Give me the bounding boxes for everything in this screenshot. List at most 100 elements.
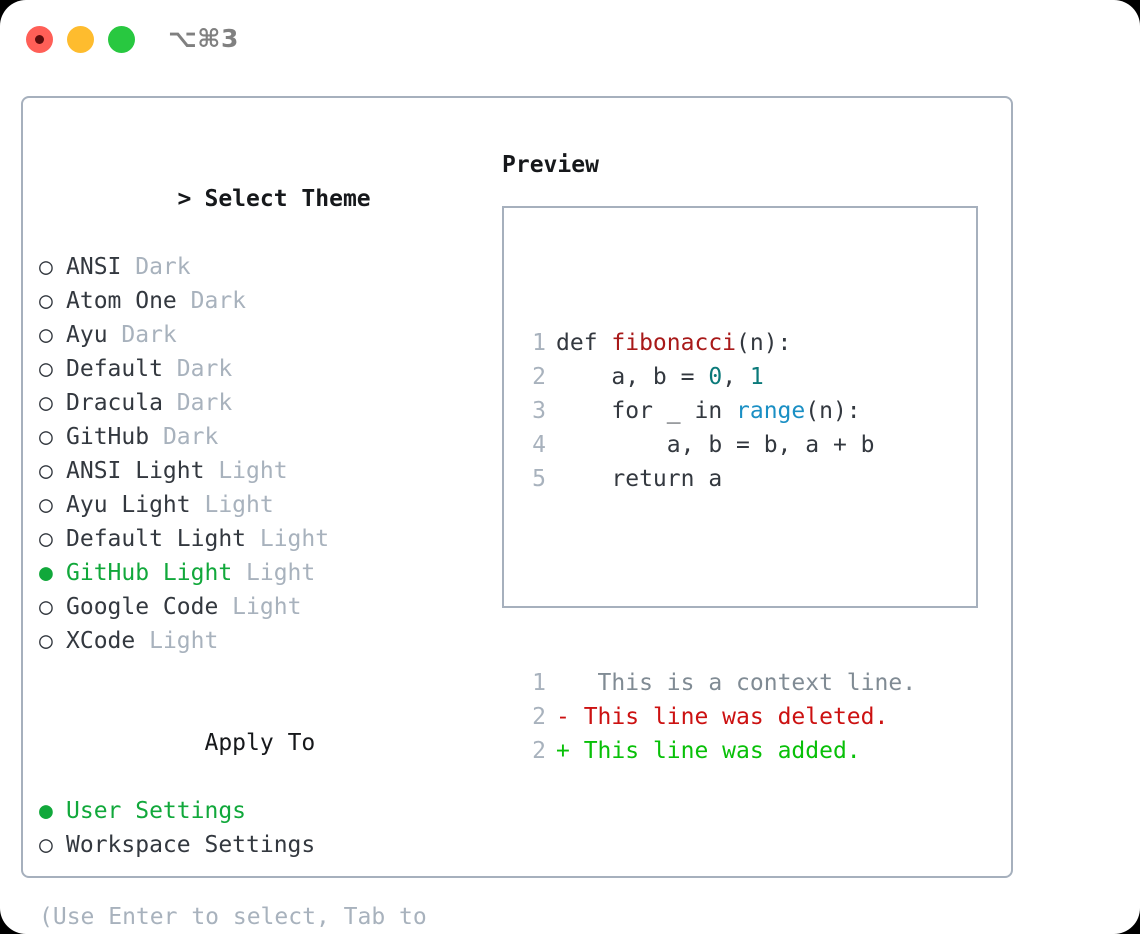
theme-variant-badge: Light <box>135 628 219 654</box>
radio-selected-icon[interactable]: ● <box>39 798 53 824</box>
radio-unselected-icon[interactable]: ○ <box>39 458 53 484</box>
code-token-plain: a, b = b, a + b <box>556 432 875 458</box>
theme-list-item[interactable]: ○Ayu Dark <box>39 318 479 352</box>
diff-sign <box>556 670 570 696</box>
theme-name: XCode <box>66 628 136 654</box>
apply-to-label: Apply To <box>204 730 316 756</box>
select-theme-label: Select Theme <box>204 186 371 212</box>
radio-unselected-icon[interactable]: ○ <box>39 356 53 382</box>
close-button[interactable] <box>26 26 53 53</box>
code-token-plain: (n): <box>736 330 792 356</box>
diff-line-ctx: 1 This is a context line. <box>522 666 916 700</box>
radio-unselected-icon[interactable]: ○ <box>39 424 53 450</box>
radio-unselected-icon[interactable]: ○ <box>39 254 53 280</box>
theme-name: Ayu Light <box>66 492 191 518</box>
line-number: 1 <box>532 330 546 356</box>
theme-variant-badge: Light <box>232 560 316 586</box>
line-number: 4 <box>532 432 546 458</box>
diff-sign: + <box>556 738 570 764</box>
theme-variant-badge: Light <box>190 492 274 518</box>
radio-unselected-icon[interactable]: ○ <box>39 390 53 416</box>
apply-to-option[interactable]: ● User Settings <box>39 794 479 828</box>
theme-variant-badge: Dark <box>162 390 233 416</box>
theme-list-item[interactable]: ○ Dracula Dark <box>39 386 479 420</box>
line-number: 2 <box>532 364 546 390</box>
main-panel: >Select Theme ○ANSI Dark○Atom One Dark○A… <box>21 96 1013 930</box>
window-controls <box>26 26 135 53</box>
theme-name: Atom One <box>66 288 177 314</box>
diff-text: This line was added. <box>569 738 861 764</box>
theme-name: ANSI <box>66 254 122 280</box>
theme-variant-badge: Dark <box>162 356 233 382</box>
theme-name: Google Code <box>66 594 219 620</box>
caret-icon: > <box>177 186 192 212</box>
theme-variant-badge: Light <box>246 526 330 552</box>
theme-list-item[interactable]: ○ Atom One Dark <box>39 284 479 318</box>
code-token-num: 0 <box>708 364 723 390</box>
code-token-plain: , <box>722 364 750 390</box>
line-number: 1 <box>532 670 546 696</box>
radio-unselected-icon[interactable]: ○ <box>39 492 53 518</box>
radio-unselected-icon[interactable]: ○ <box>39 594 53 620</box>
theme-name: GitHub <box>66 424 150 450</box>
keyboard-shortcut-label: ⌥⌘3 <box>168 24 239 53</box>
select-theme-header: > Select Theme <box>39 148 479 250</box>
zoom-button[interactable] <box>108 26 135 53</box>
theme-list-item[interactable]: ○ANSI Dark <box>39 250 479 284</box>
theme-variant-badge: Dark <box>149 424 219 450</box>
theme-name: Default <box>66 356 163 382</box>
theme-list: ○ANSI Dark○Atom One Dark○Ayu Dark○Defaul… <box>39 250 479 658</box>
code-token-num: 1 <box>749 364 764 390</box>
line-number: 3 <box>532 398 546 424</box>
code-token-plain: a, b = <box>556 364 709 390</box>
theme-list-item[interactable]: ○ Google Code Light <box>39 590 479 624</box>
radio-unselected-icon[interactable]: ○ <box>39 832 53 858</box>
theme-name: GitHub Light <box>66 560 233 586</box>
minimize-button[interactable] <box>67 26 94 53</box>
code-line: 4 a, b = b, a + b <box>522 428 916 462</box>
theme-list-item[interactable]: ○ XCode Light <box>39 624 479 658</box>
code-token-plain: def <box>556 330 612 356</box>
apply-to-option-label: User Settings <box>66 798 247 824</box>
radio-selected-icon[interactable]: ● <box>39 560 53 586</box>
theme-list-item[interactable]: ● GitHub Light Light <box>39 556 479 590</box>
theme-variant-badge: Dark <box>176 288 247 314</box>
apply-to-heading: Apply To <box>39 692 479 794</box>
code-line: 2 a, b = 0, 1 <box>522 360 916 394</box>
code-token-plain: (n): <box>805 398 861 424</box>
code-line: 3 for _ in range(n): <box>522 394 916 428</box>
code-token-plain: for _ in <box>556 398 737 424</box>
theme-list-item[interactable]: ○ Default Dark <box>39 352 479 386</box>
diff-line-del: 2- This line was deleted. <box>522 700 916 734</box>
apply-to-spacer <box>177 726 204 760</box>
line-number: 2 <box>532 704 546 730</box>
radio-unselected-icon[interactable]: ○ <box>39 322 53 348</box>
radio-unselected-icon[interactable]: ○ <box>39 288 53 314</box>
apply-to-option[interactable]: ○ Workspace Settings <box>39 828 479 862</box>
theme-list-item[interactable]: ○ANSI Light Light <box>39 454 479 488</box>
theme-list-item[interactable]: ○Default Light Light <box>39 522 479 556</box>
diff-line-add: 2+ This line was added. <box>522 734 916 768</box>
theme-list-item[interactable]: ○ Ayu Light Light <box>39 488 479 522</box>
theme-variant-badge: Light <box>204 458 288 484</box>
diff-sign: - <box>556 704 570 730</box>
diff-text: This line was deleted. <box>569 704 889 730</box>
radio-unselected-icon[interactable]: ○ <box>39 628 53 654</box>
code-token-plain: return a <box>556 466 723 492</box>
apply-to-option-label: Workspace Settings <box>66 832 316 858</box>
line-number: 5 <box>532 466 546 492</box>
keyboard-hint: (Use Enter to select, Tab to change focu… <box>39 904 427 930</box>
radio-unselected-icon[interactable]: ○ <box>39 526 53 552</box>
title-bar: ⌥⌘3 <box>0 0 1140 78</box>
theme-list-item[interactable]: ○ GitHub Dark <box>39 420 479 454</box>
theme-variant-badge: Light <box>218 594 302 620</box>
theme-selector-column: >Select Theme ○ANSI Dark○Atom One Dark○A… <box>39 148 479 934</box>
code-gap <box>522 564 916 598</box>
theme-variant-badge: Dark <box>107 322 177 348</box>
preview-title: Preview <box>502 152 599 178</box>
theme-name: Dracula <box>66 390 163 416</box>
